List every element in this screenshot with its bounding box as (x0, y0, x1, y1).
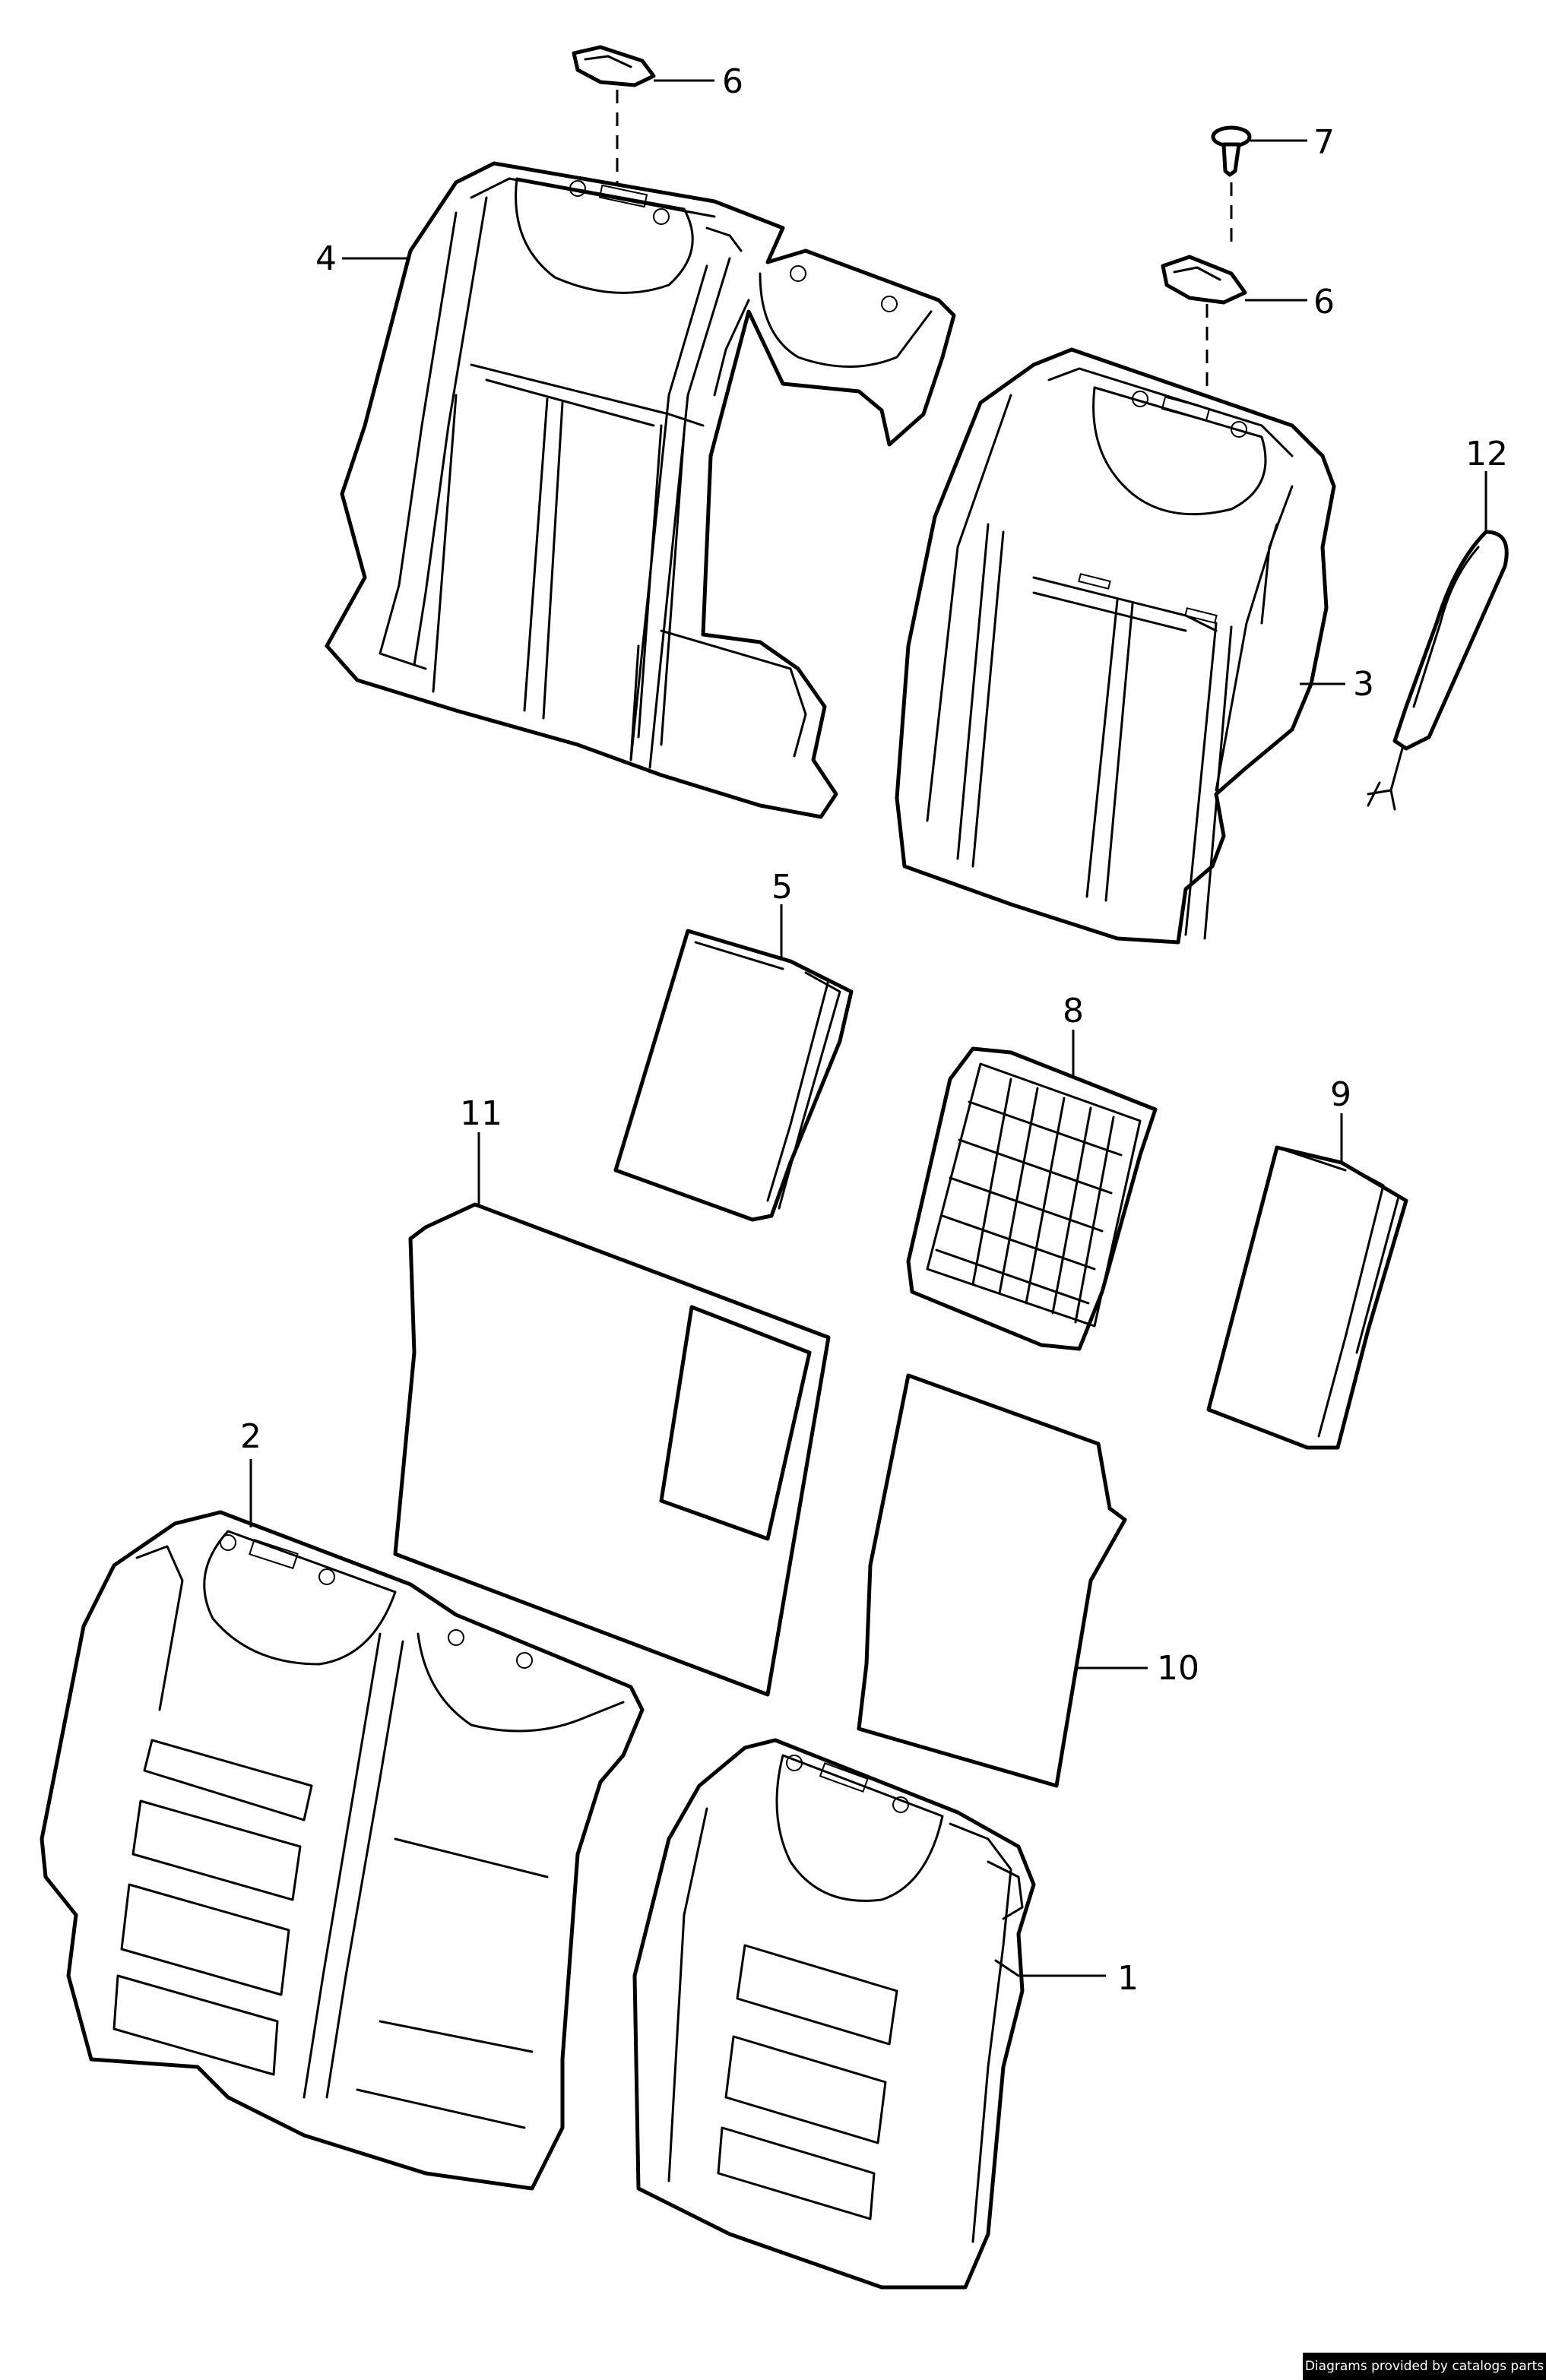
diagram-credit: Diagrams provided by catalogs parts (1303, 2353, 1546, 2380)
part-7-screw (1211, 125, 1307, 251)
callout-8: 8 (1063, 992, 1084, 1030)
part-11-rear-panel (393, 1132, 831, 1697)
callout-4: 4 (315, 239, 337, 278)
part-5-foam-pad (613, 904, 854, 1222)
callout-10: 10 (1157, 1649, 1199, 1688)
part-8-grid-mat (906, 1030, 1158, 1351)
callout-5: 5 (771, 868, 793, 907)
part-2-bench-backrest-cover (40, 1459, 645, 2191)
part-3-backrest-right (895, 347, 1345, 945)
part-9-side-foam (1206, 1113, 1408, 1450)
part-10-flat-panel (857, 1373, 1148, 1788)
callout-6-top: 6 (722, 62, 743, 101)
callout-6-right: 6 (1313, 283, 1335, 321)
part-8-grid-lines (935, 1078, 1123, 1324)
part-6-guide-clip-top (572, 45, 714, 198)
part-12-side-panel (1367, 471, 1509, 811)
callout-2: 2 (240, 1417, 261, 1456)
callout-12: 12 (1465, 435, 1508, 473)
callout-11: 11 (460, 1094, 502, 1133)
callout-labels: 6 7 6 4 12 3 5 8 11 9 2 10 1 (240, 62, 1508, 1998)
part-4-backrest-frame (325, 161, 956, 819)
callout-7: 7 (1313, 123, 1335, 162)
part-1-backrest-cover-right (632, 1738, 1106, 2290)
part-6-guide-clip-right (1161, 255, 1307, 395)
callout-1: 1 (1117, 1959, 1139, 1998)
callout-3: 3 (1353, 665, 1374, 704)
callout-9: 9 (1330, 1075, 1351, 1114)
